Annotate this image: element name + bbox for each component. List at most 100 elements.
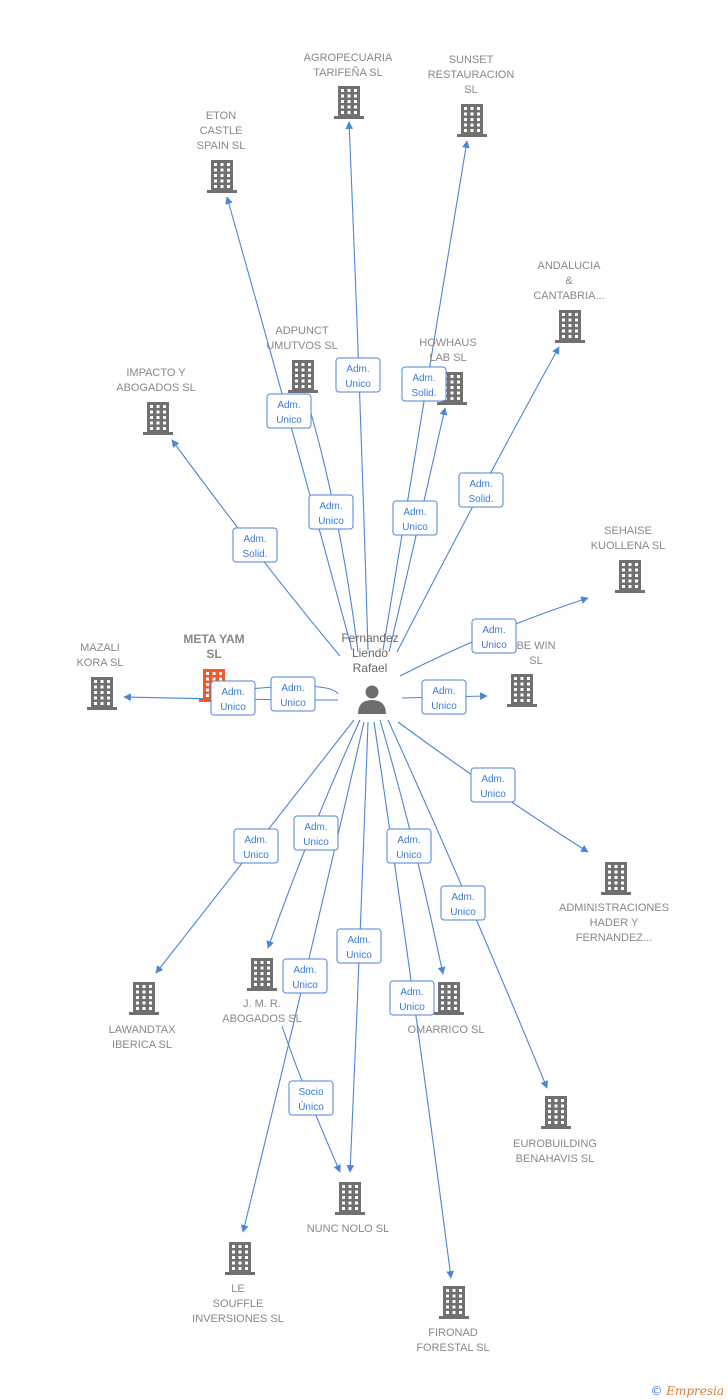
edge-label-box [392,500,438,536]
edge-label-text: Unico [481,640,507,651]
company-label-nuncnolo[interactable]: NUNC NOLO SL [307,1223,390,1235]
edge-label-text: Adm. [397,835,420,846]
edge-label-text: Adm. [293,965,316,976]
edge-label-text: Adm. [304,822,327,833]
company-name-line: AGROPECUARIA [304,52,393,64]
edge-label-text: Adm. [281,683,304,694]
edge-label-text: Solid. [242,549,267,560]
company-name-line: IBERICA SL [112,1039,172,1051]
edge-label-text: Unico [431,701,457,712]
edge-label-text: Adm. [482,625,505,636]
edge-label[interactable]: Adm.Unico [308,494,354,530]
edge-label[interactable]: Adm.Unico [210,680,256,716]
edge-label-text: Adm. [481,774,504,785]
building-icon [434,982,464,1015]
company-name-line: ABOGADOS SL [222,1013,301,1025]
building-icon [507,674,537,707]
company-name-line: ABOGADOS SL [116,382,195,394]
edge-label-box [458,472,504,508]
building-icon [129,982,159,1015]
person-name-line: Rafael [353,661,388,675]
company-label-eurobuilding[interactable]: EUROBUILDING BENAHAVIS SL [513,1138,597,1165]
company-label-lawandtax[interactable]: LAWANDTAX IBERICA SL [109,1024,176,1051]
building-icon [207,160,237,193]
edge-label-text: Adm. [244,835,267,846]
company-name-line: J. M. R. [243,998,281,1010]
edge-label[interactable]: Adm.Unico [386,828,432,864]
company-name-line: LAWANDTAX [109,1024,176,1036]
company-name-line: ANDALUCIA [538,260,602,272]
edge-label[interactable]: Adm.Unico [233,828,279,864]
building-icon [555,310,585,343]
edge-label-box [335,357,381,393]
person-icon [358,685,386,714]
company-name-line: META YAM [183,632,244,646]
edge-label[interactable]: Adm. Unico [389,980,435,1016]
edge-label[interactable]: Adm.Unico [266,393,312,429]
edge-label[interactable]: Adm.Solid. [401,366,447,402]
edge-label[interactable]: Adm.Solid. [458,472,504,508]
company-name-line: MAZALI [80,642,120,654]
edge-label-text: Adm. [451,892,474,903]
empresia-logo[interactable]: © Empresia [650,1384,724,1398]
edge-label[interactable]: Adm.Unico [282,958,328,994]
company-name-line: SL [206,647,221,661]
company-name-line: BENAHAVIS SL [516,1153,595,1165]
edge-label[interactable]: Adm. Unico [470,767,516,803]
edge-label-text: Unico [276,415,302,426]
edge-label-text: Unico [402,522,428,533]
building-icon [143,402,173,435]
company-label-jmr[interactable]: J. M. R. ABOGADOS SL [222,998,301,1025]
edge-label[interactable]: Adm.Unico [392,500,438,536]
edge-label-text: Unico [399,1002,425,1013]
edge-label-text: Adm. [432,686,455,697]
building-icon [334,86,364,119]
edge-label[interactable]: Adm. Solid. [232,527,278,563]
company-name-line: TARIFEÑA SL [313,66,382,79]
edge-label[interactable]: Adm. Unico [471,618,517,654]
company-name-line: ADMINISTRACIONES [559,902,669,914]
company-name-line: SL [529,655,542,667]
edge-label-text: Adm. [400,987,423,998]
edge-label-text: Unico [480,789,506,800]
company-label-andalucia[interactable]: ANDALUCIA&CANTABRIA... [533,260,604,302]
edge-label[interactable]: Adm. Unico [421,679,467,715]
company-label-agropecuaria[interactable]: AGROPECUARIA TARIFEÑA SL [304,52,393,79]
person-name-line: Liendo [352,646,388,660]
edge-label-box [470,767,516,803]
edge-label[interactable]: Adm. Unico [440,885,486,921]
company-name-line: RESTAURACION [428,69,515,81]
copyright-symbol: © [650,1384,663,1398]
edge-label-box [233,828,279,864]
edge-label[interactable]: Adm.Unico [335,357,381,393]
edge-label-box [288,1080,334,1116]
edge-label[interactable]: Adm.Unico [293,815,339,851]
edge-label-text: Adm. [243,534,266,545]
company-name-line: KUOLLENA SL [591,540,666,552]
edge-label[interactable]: Adm.Unico [336,928,382,964]
company-name-line: EUROBUILDING [513,1138,597,1150]
company-name-line: HADER Y [590,917,639,929]
edge-label-box [440,885,486,921]
company-label-omarrico[interactable]: OMARRICO SL [407,1024,484,1036]
edge-label[interactable]: Adm.Unico [270,676,316,712]
building-icon [247,958,277,991]
edge-label-box [389,980,435,1016]
building-icon [335,1182,365,1215]
edge-label-box [232,527,278,563]
edge-label-text: Unico [450,907,476,918]
